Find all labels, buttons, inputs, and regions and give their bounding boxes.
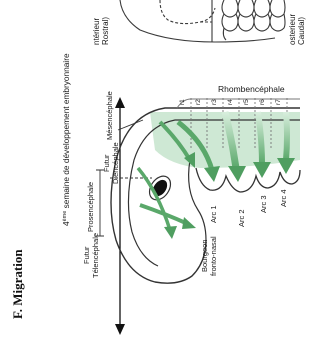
- label-prosencephale: Prosencéphale: [86, 182, 95, 232]
- arrow-head-bourgeon-2: [164, 226, 177, 239]
- diencephale-bracket: [96, 170, 104, 236]
- axis-posterior-line2: Caudal): [297, 17, 306, 45]
- axis-arrow-head-bottom: [115, 324, 125, 335]
- rhombomere-label-r6: r6: [259, 99, 266, 105]
- axis-anterior-line2: Rostral): [101, 17, 110, 45]
- axis-anterior-line1: ntérieur: [92, 18, 101, 45]
- axis-posterior-line1: osterieur: [288, 14, 297, 45]
- section-heading: F. Migration: [10, 249, 25, 319]
- arc-label-3: Arc 3: [259, 195, 268, 213]
- label-rhombencephale: Rhombencéphale: [218, 84, 285, 94]
- top-embryo-sketch: [120, 0, 285, 42]
- week-title: 4ème semaine de développement embryonnai…: [61, 53, 71, 226]
- rhombomere-label-r4: r4: [227, 99, 234, 105]
- week-title-rest: semaine de développement embryonnaire: [61, 53, 71, 211]
- arc-label-1: Arc 1: [209, 205, 218, 223]
- arrow-head-arc4: [277, 158, 295, 174]
- label-futur-telencephale-2: Télencéphale: [91, 233, 100, 278]
- arrow-head-arc1-b: [204, 166, 220, 182]
- arc-label-2: Arc 2: [237, 209, 246, 227]
- label-futur-telencephale-1: Futur: [82, 246, 91, 264]
- rhombomere-label-r7: r7: [275, 99, 282, 105]
- label-bourgeon-1: Bourgeon: [200, 239, 209, 272]
- label-mesencephale: Mésencéphale: [105, 91, 114, 140]
- arrow-head-bourgeon-1: [182, 217, 196, 229]
- axis-antero-posterior: [115, 97, 125, 335]
- rhombomere-labels: r1 r2 r3 r4 r5 r6 r7: [179, 99, 282, 105]
- label-futur-diencephale-1: Futur: [102, 154, 111, 172]
- embryo-head: [96, 98, 300, 283]
- week-title-sup: ème: [62, 211, 68, 222]
- arrow-arc4: [286, 112, 287, 160]
- rhombomere-label-r1: r1: [179, 99, 186, 105]
- label-futur-diencephale-2: Diencéphale: [111, 142, 120, 184]
- rhombomere-label-r2: r2: [195, 99, 202, 105]
- rhombomere-label-r5: r5: [243, 99, 250, 105]
- arrow-head-arc2: [228, 166, 246, 182]
- label-bourgeon-2: fronto-nasal: [209, 236, 218, 276]
- axis-arrow-head-top: [115, 97, 125, 108]
- arc-label-4: Arc 4: [279, 189, 288, 207]
- rhombomere-label-r3: r3: [211, 99, 218, 105]
- arc-labels: Arc 1 Arc 2 Arc 3 Arc 4: [209, 189, 288, 227]
